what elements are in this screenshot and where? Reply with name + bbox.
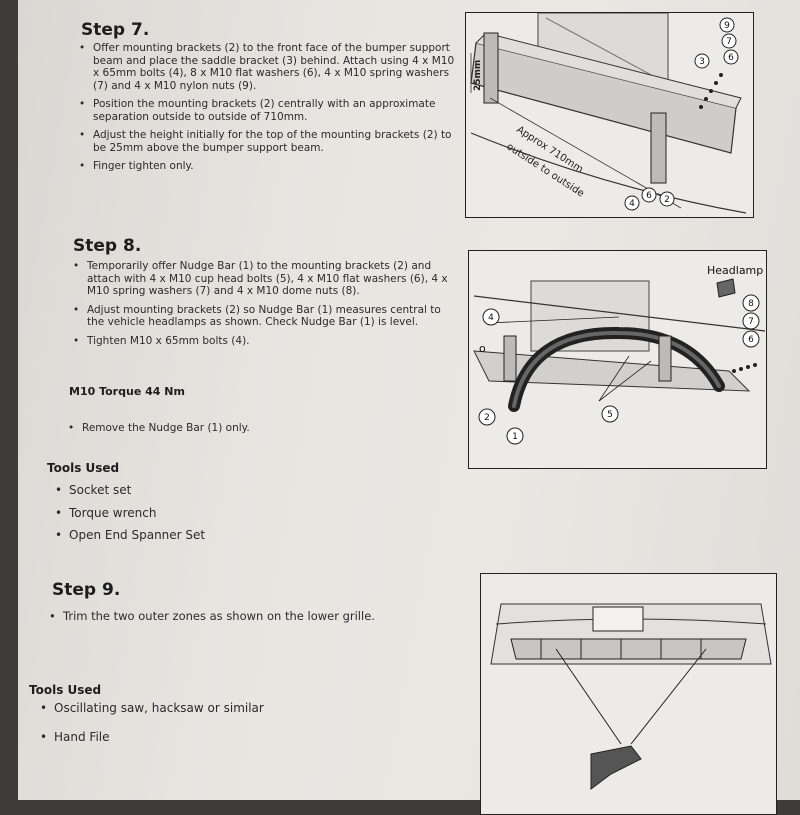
step7-list: Offer mounting brackets (2) to the front… — [79, 42, 459, 179]
callout-1: 1 — [512, 432, 518, 442]
oscillating-saw-icon — [590, 745, 642, 790]
callout-4: 4 — [488, 313, 494, 323]
tool-item: Torque wrench — [55, 506, 375, 520]
callout-9: 9 — [724, 21, 730, 31]
callout-8: 8 — [748, 299, 754, 309]
step8-figure: Headlamp o 8 7 6 4 2 1 5 — [468, 250, 767, 469]
callout-5: 5 — [607, 410, 613, 420]
callout-7: 7 — [748, 317, 754, 327]
step9-figure — [480, 573, 777, 815]
instruction-sheet: Step 7. Offer mounting brackets (2) to t… — [18, 0, 800, 815]
step8-remove-list: Remove the Nudge Bar (1) only. — [68, 422, 448, 441]
dimension-25mm-label: 25mm — [473, 60, 483, 91]
step7-title: Step 7. — [81, 20, 150, 40]
callout-2: 2 — [484, 413, 490, 423]
step7-bullet: Finger tighten only. — [79, 160, 459, 173]
step9-list: Trim the two outer zones as shown on the… — [49, 610, 449, 629]
step8-bullet: Adjust mounting brackets (2) so Nudge Ba… — [73, 304, 458, 329]
step8-title: Step 8. — [73, 236, 142, 256]
callout-2: 2 — [664, 195, 670, 205]
tools-list-2: Oscillating saw, hacksaw or similar Hand… — [40, 702, 400, 753]
callout-3: 3 — [699, 57, 705, 67]
tool-item: Socket set — [55, 484, 375, 497]
step9-bullet: Trim the two outer zones as shown on the… — [49, 610, 449, 623]
tool-item: Hand File — [40, 730, 400, 744]
step8-bullet: Tighten M10 x 65mm bolts (4). — [73, 335, 458, 348]
callout-4: 4 — [629, 199, 635, 209]
step8-bullet: Temporarily offer Nudge Bar (1) to the m… — [73, 260, 458, 298]
tool-item: Oscillating saw, hacksaw or similar — [40, 702, 400, 715]
tools-used-heading-2: Tools Used — [29, 683, 102, 697]
step9-title: Step 9. — [52, 580, 121, 600]
tools-used-heading: Tools Used — [47, 461, 120, 475]
nudge-bar-diagram: Headlamp o 8 7 6 4 2 1 5 — [473, 264, 766, 445]
callout-6b: 6 — [646, 191, 652, 201]
svg-text:o: o — [479, 342, 486, 355]
tools-list: Socket set Torque wrench Open End Spanne… — [55, 484, 375, 552]
lower-grille-diagram — [490, 603, 772, 790]
callout-6: 6 — [748, 335, 754, 345]
step7-bullet: Position the mounting brackets (2) centr… — [79, 98, 459, 123]
headlamp-label: Headlamp — [707, 264, 763, 277]
torque-spec: M10 Torque 44 Nm — [69, 385, 185, 398]
step7-bullet: Offer mounting brackets (2) to the front… — [79, 42, 459, 92]
step8-list: Temporarily offer Nudge Bar (1) to the m… — [73, 260, 458, 353]
tool-item: Open End Spanner Set — [55, 529, 375, 542]
callout-6: 6 — [728, 53, 734, 63]
remove-nudge-bar-note: Remove the Nudge Bar (1) only. — [68, 422, 448, 435]
step7-bullet: Adjust the height initially for the top … — [79, 129, 459, 154]
callout-7: 7 — [726, 37, 732, 47]
step7-figure: 25mm Approx 710mm outside to outside 9 7… — [465, 12, 754, 218]
bumper-bracket-diagram: 25mm Approx 710mm outside to outside 9 7… — [470, 13, 747, 214]
